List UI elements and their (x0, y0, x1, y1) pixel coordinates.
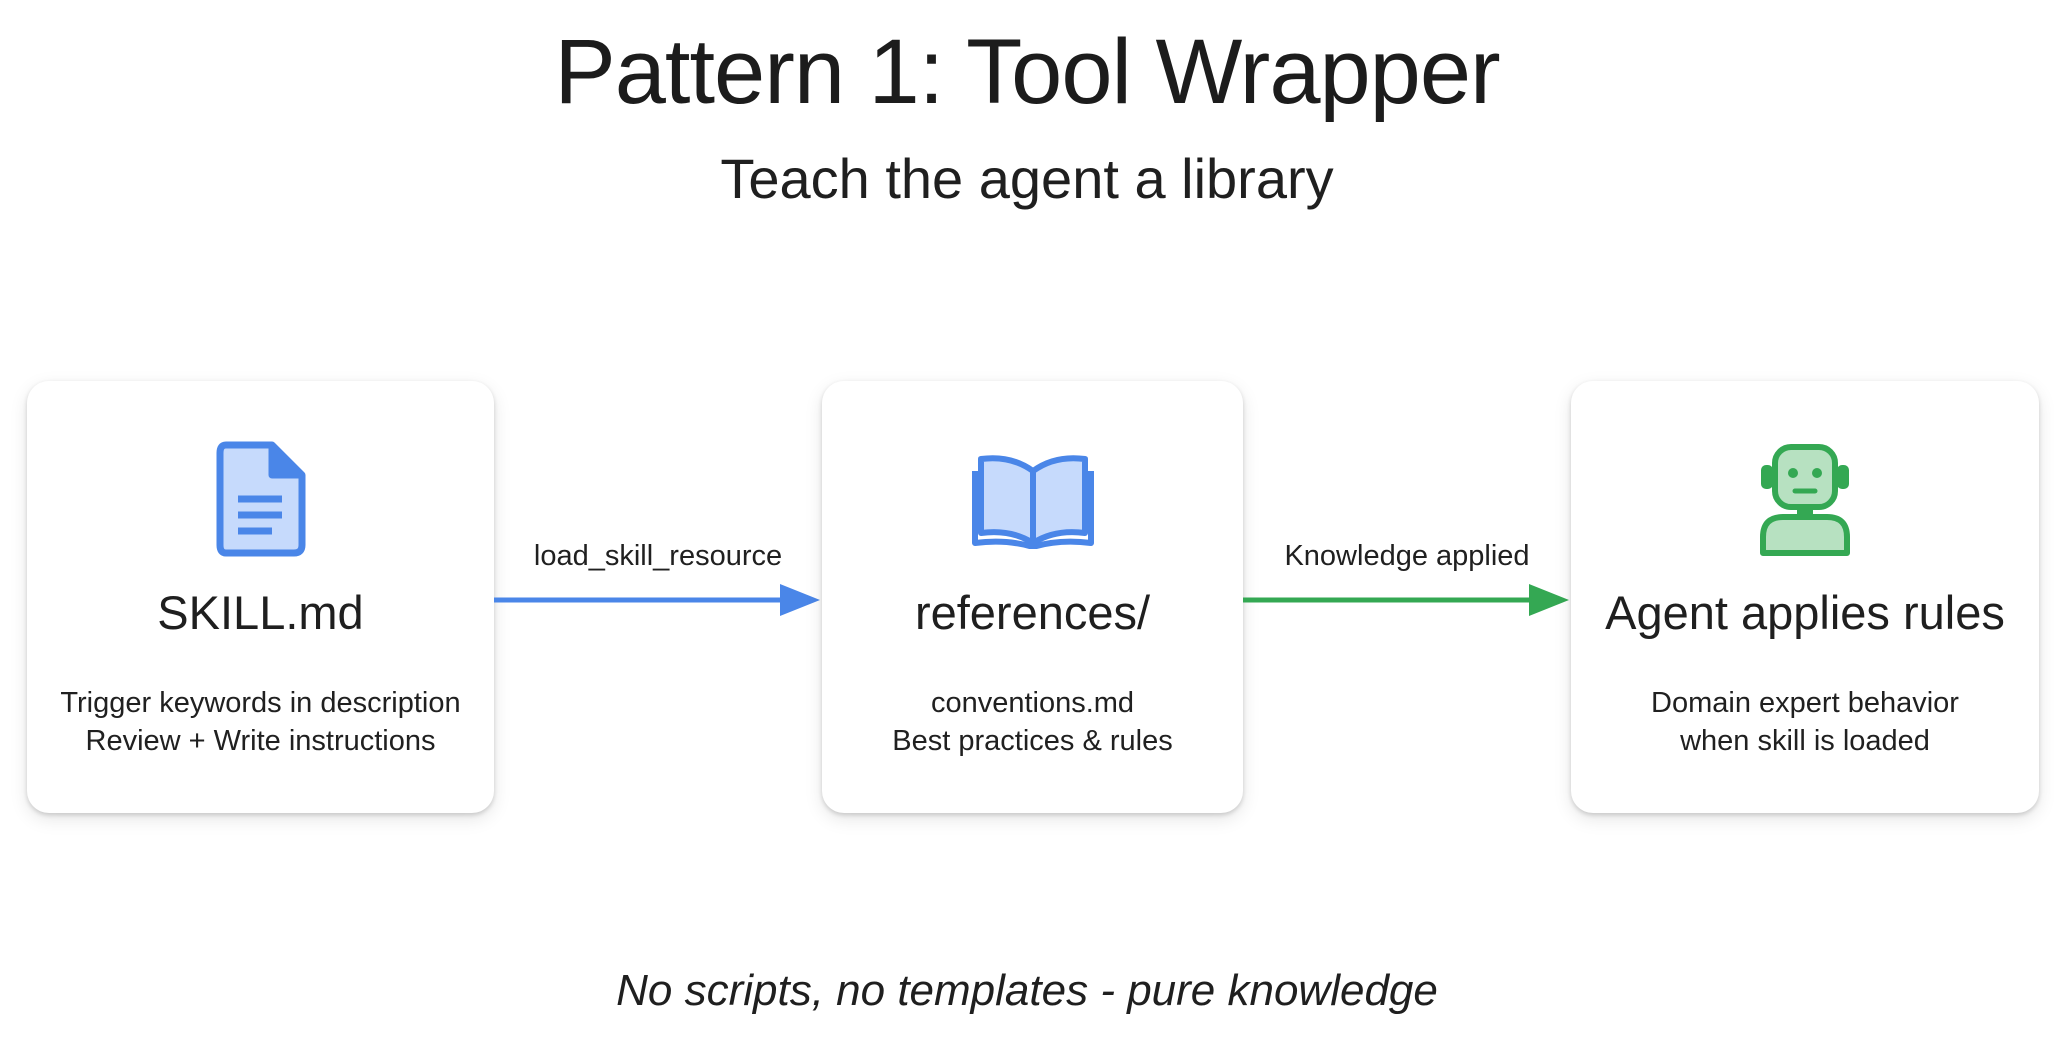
page-title: Pattern 1: Tool Wrapper (554, 21, 1500, 123)
references-card: references/ conventions.md Best practice… (822, 381, 1243, 813)
footer-note: No scripts, no templates - pure knowledg… (616, 966, 1438, 1015)
card-description-line: Review + Write instructions (85, 725, 436, 757)
arrow-right-icon (494, 584, 820, 616)
document-icon (27, 441, 494, 557)
card-description-line: Domain expert behavior (1651, 687, 1959, 719)
arrow-right-icon (1243, 584, 1569, 616)
arrow-label: load_skill_resource (533, 540, 783, 572)
card-title: SKILL.md (157, 586, 364, 639)
arrow-label: Knowledge applied (1284, 540, 1530, 572)
page-subtitle: Teach the agent a library (720, 147, 1334, 210)
card-title: references/ (914, 586, 1151, 639)
card-description-line: when skill is loaded (1680, 725, 1930, 757)
skill-md-card: SKILL.md Trigger keywords in description… (27, 381, 494, 813)
card-title: Agent applies rules (1605, 586, 2005, 639)
card-description-line: conventions.md (930, 687, 1135, 719)
card-description-line: Trigger keywords in description (60, 687, 461, 719)
robot-agent-icon (1571, 441, 2039, 557)
agent-card: Agent applies rules Domain expert behavi… (1571, 381, 2039, 813)
card-description-line: Best practices & rules (892, 725, 1173, 757)
book-icon (822, 441, 1243, 557)
